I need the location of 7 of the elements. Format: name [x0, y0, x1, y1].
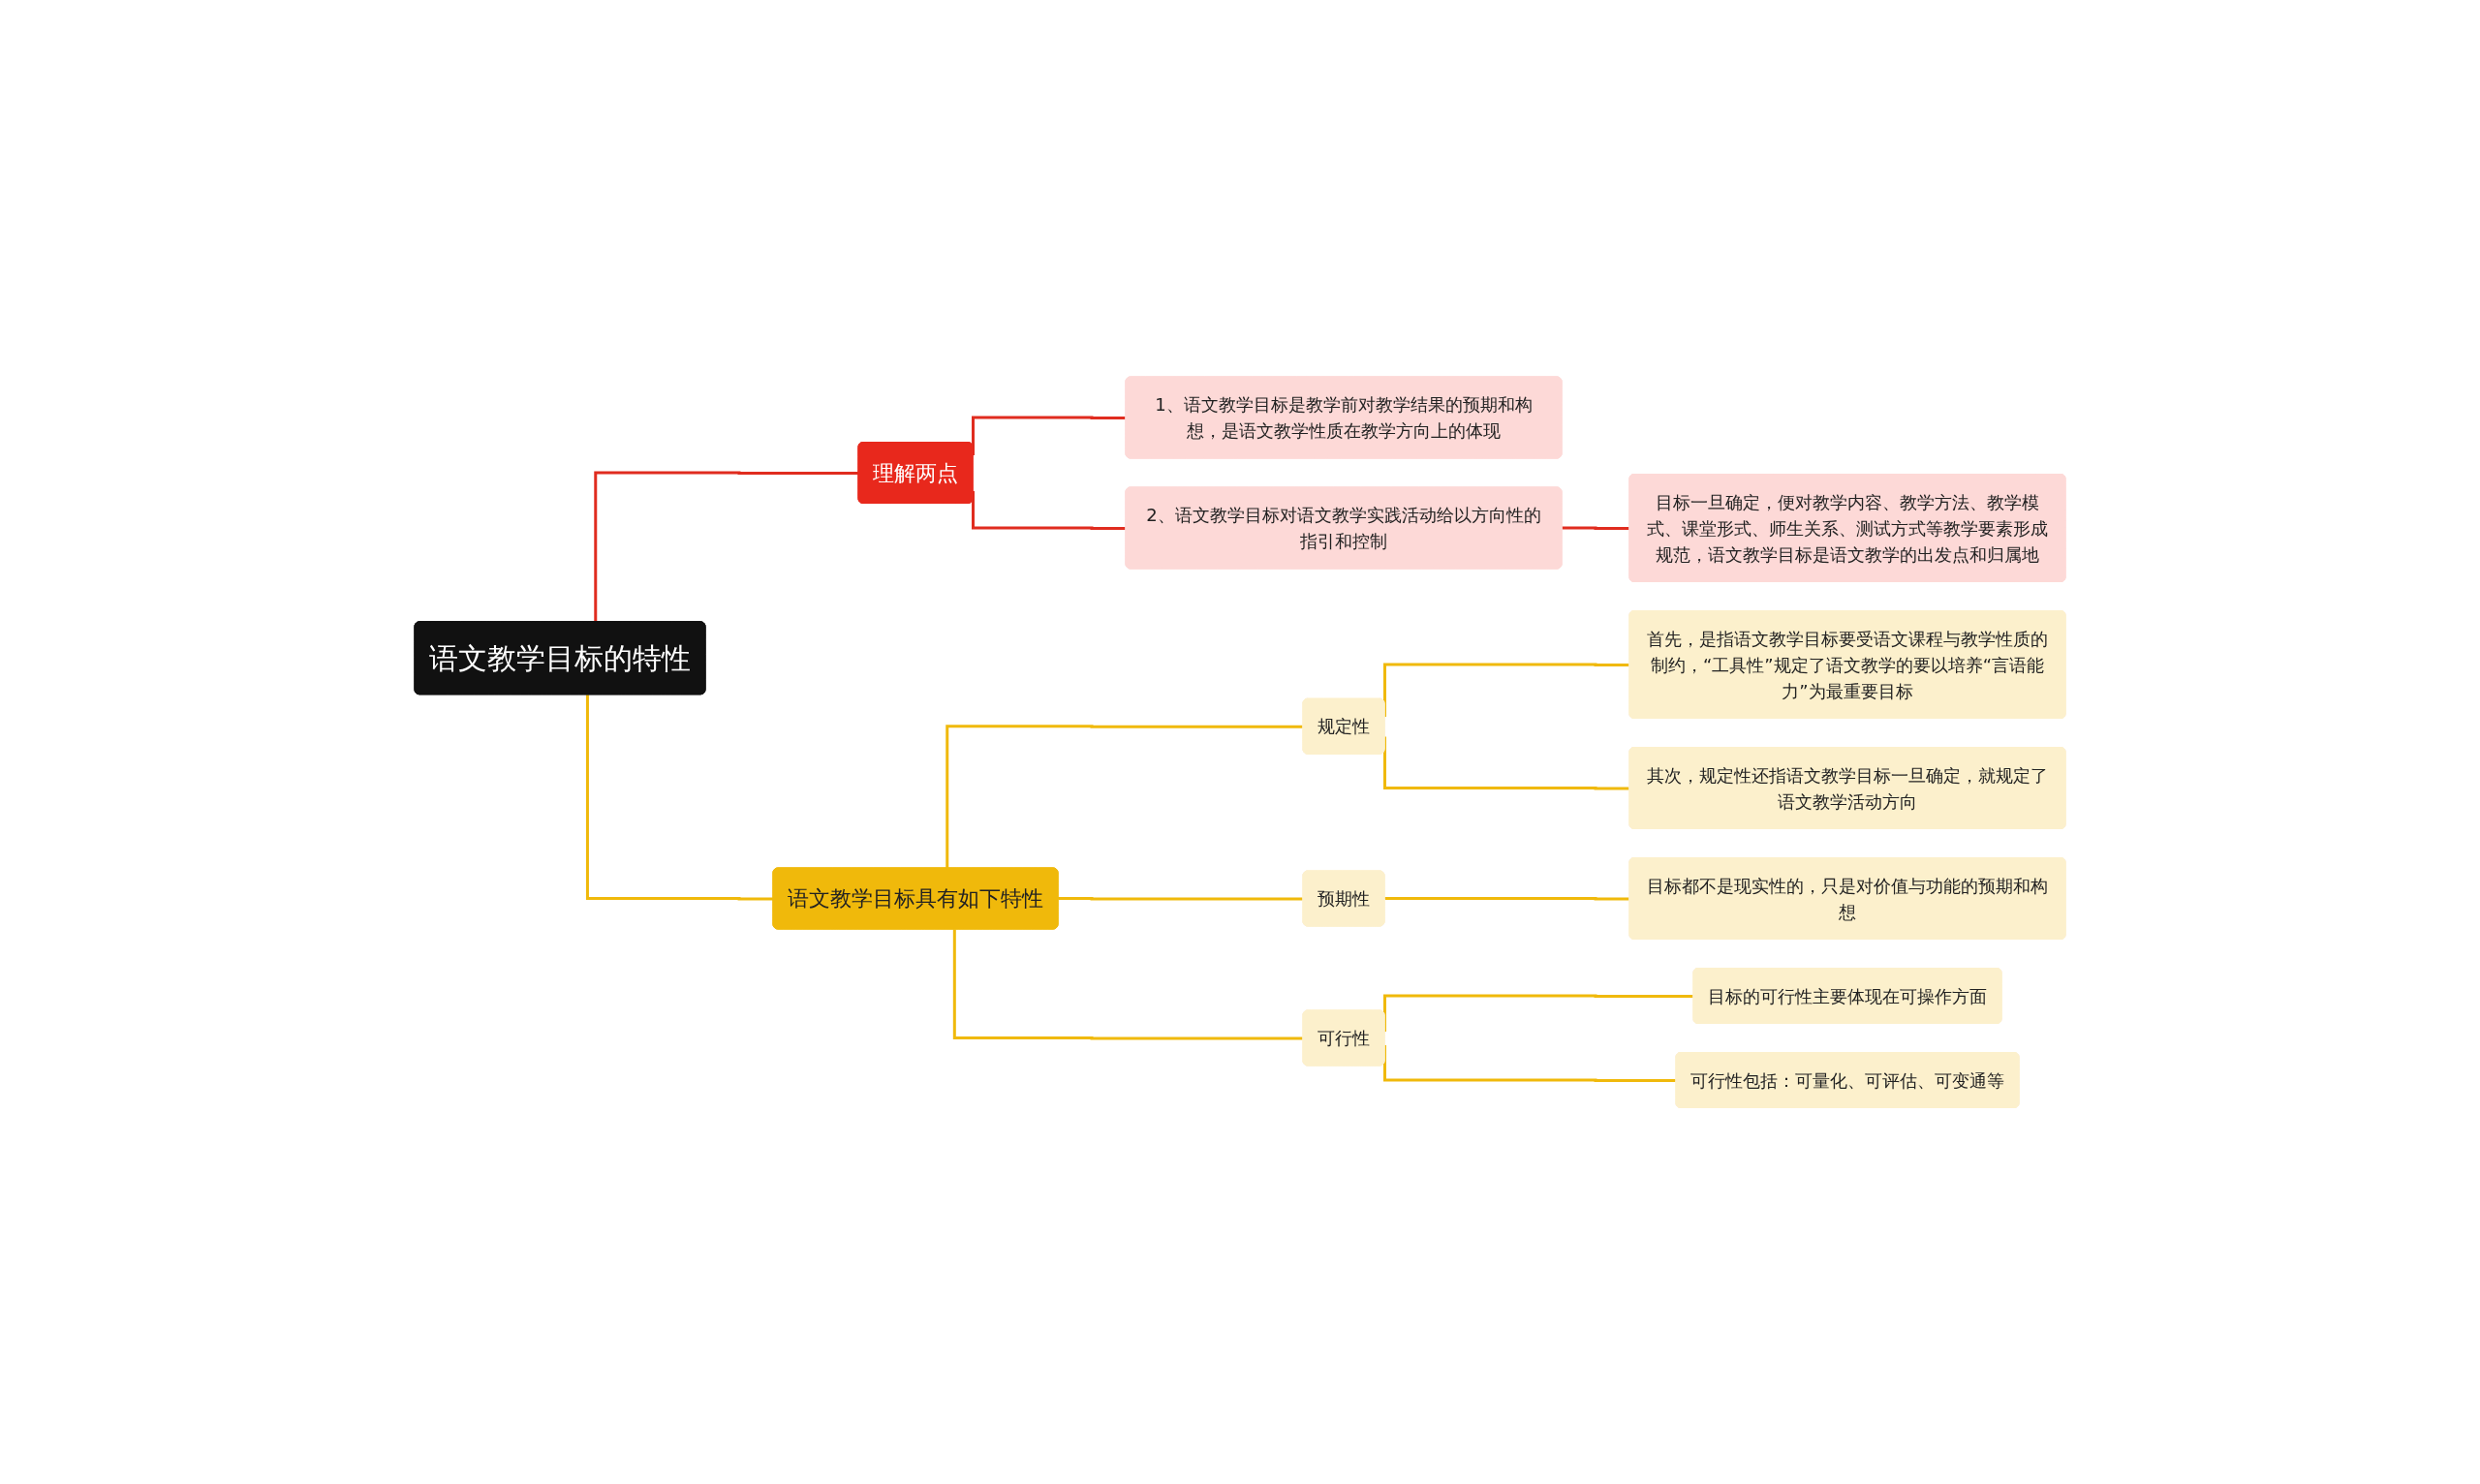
connector	[1383, 896, 1630, 901]
connector	[1561, 526, 1630, 530]
connector	[585, 695, 774, 901]
connector	[594, 471, 859, 622]
connector	[1057, 896, 1304, 901]
connector	[946, 725, 1304, 869]
connector	[952, 929, 1304, 1040]
